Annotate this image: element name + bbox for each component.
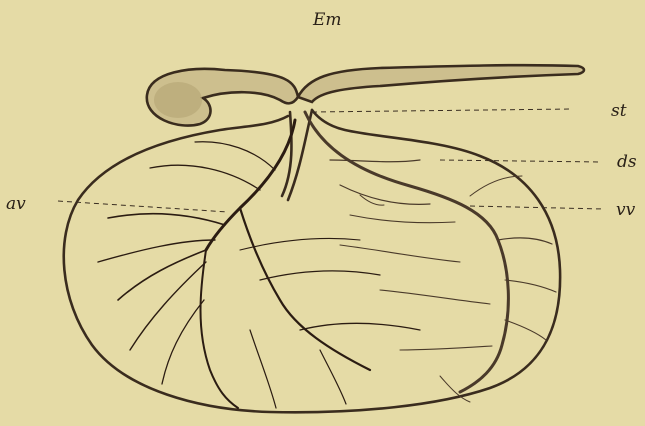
leader-st <box>312 109 572 112</box>
embryo-head-shading <box>154 82 202 118</box>
label-em: Em <box>312 10 342 30</box>
label-vv: vv <box>616 200 636 220</box>
leader-vv <box>470 206 604 209</box>
embryo-tail <box>298 65 584 102</box>
label-ds: ds <box>617 152 637 172</box>
yolk-sac-outline <box>64 110 560 412</box>
leader-ds <box>440 160 600 162</box>
yolk-stalk <box>282 110 312 200</box>
label-av: av <box>6 194 26 214</box>
label-st: st <box>611 101 627 121</box>
embryo <box>147 65 584 125</box>
leader-av <box>58 201 228 212</box>
vitelline-artery-tree <box>98 120 420 408</box>
